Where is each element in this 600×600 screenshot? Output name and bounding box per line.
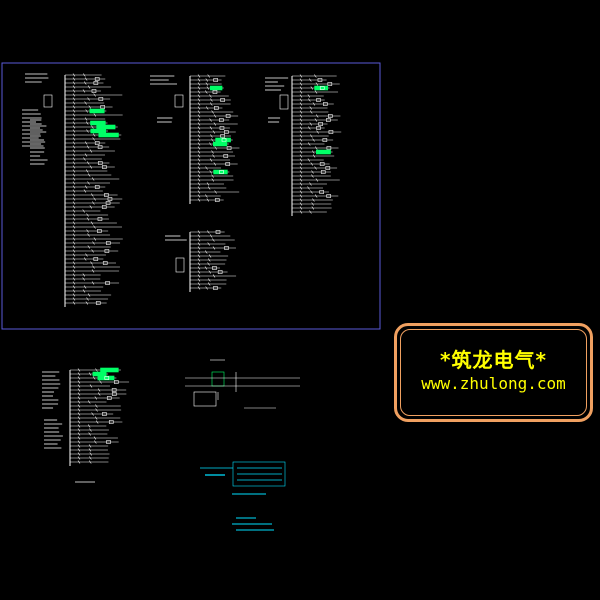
watermark-url: www.zhulong.com: [421, 374, 566, 393]
watermark-title: *筑龙电气*: [440, 348, 547, 372]
watermark-box: *筑龙电气* www.zhulong.com: [394, 323, 593, 422]
drawing-frame: [1, 62, 381, 330]
schematic-panels: [22, 73, 342, 531]
